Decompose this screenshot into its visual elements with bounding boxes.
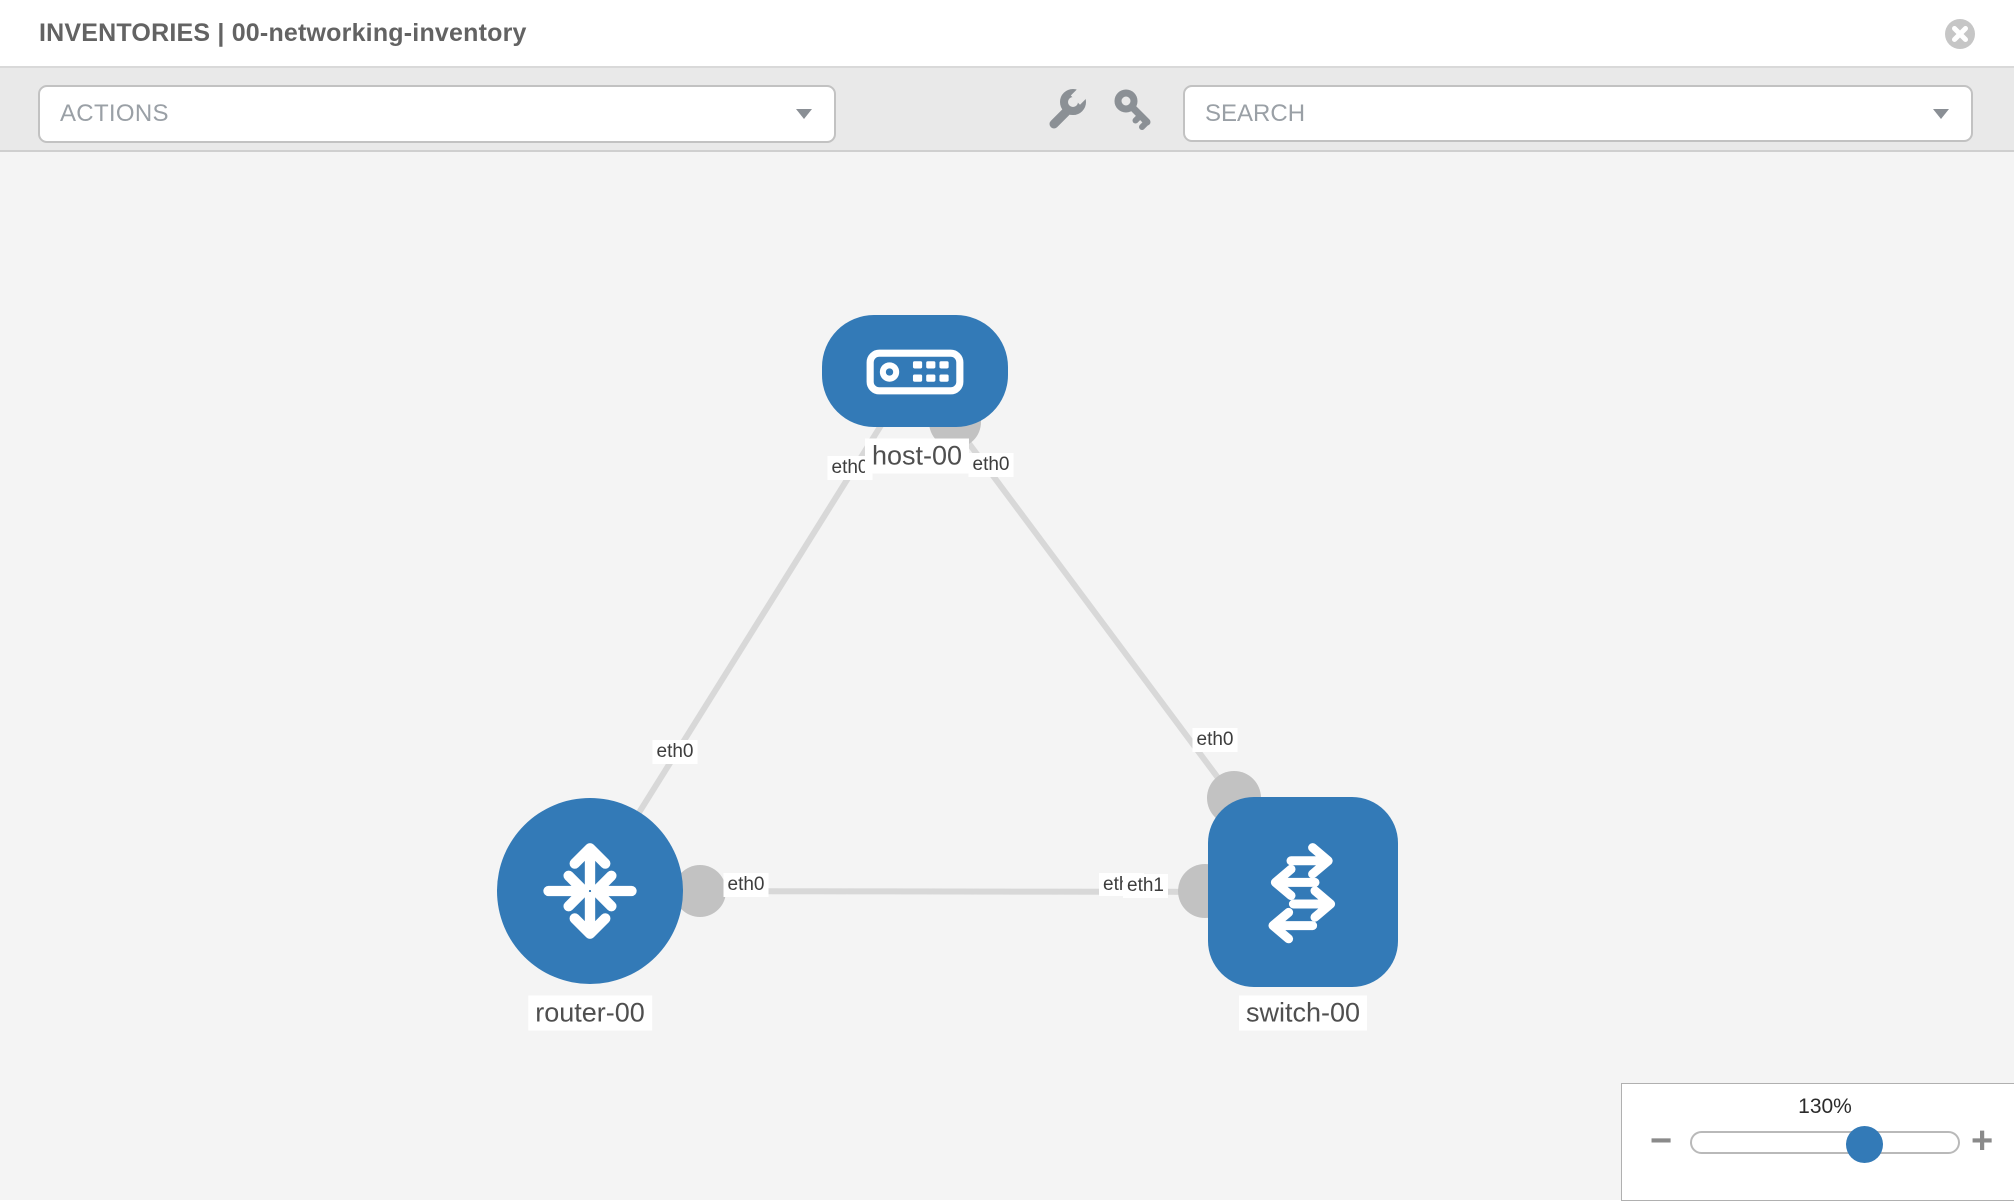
wrench-icon[interactable] (1045, 88, 1087, 130)
node-router-00[interactable] (497, 798, 683, 984)
interface-dot-router (674, 865, 726, 917)
node-switch-00[interactable] (1208, 797, 1398, 987)
search-control[interactable] (1183, 85, 1973, 142)
iface-label-router-host: eth0 (652, 740, 698, 764)
toolbar: ACTIONS (0, 68, 2014, 152)
topology-links (587, 369, 1306, 918)
router-icon (543, 843, 637, 939)
node-label-switch: switch-00 (1238, 995, 1368, 1031)
node-host-00[interactable] (822, 315, 1008, 427)
zoom-slider-handle[interactable] (1846, 1126, 1883, 1163)
iface-label-router-switch: eth0 (723, 873, 769, 897)
actions-dropdown[interactable]: ACTIONS (38, 85, 836, 143)
zoom-in-button[interactable]: + (1971, 1120, 1994, 1162)
zoom-slider-track[interactable] (1690, 1131, 1960, 1154)
iface-label-switch-host: eth0 (1192, 728, 1238, 752)
actions-dropdown-label: ACTIONS (60, 100, 169, 127)
chevron-down-icon (1933, 108, 1949, 119)
close-icon[interactable] (1944, 18, 1976, 50)
zoom-level-label: 130% (1798, 1095, 1852, 1118)
iface-label-switch-router-pair: eth0 eth1 (1099, 873, 1168, 898)
page-title: INVENTORIES | 00-networking-inventory (39, 18, 527, 47)
zoom-panel: 130% − + (1621, 1083, 2014, 1201)
topology-canvas[interactable]: host-00 router-00 switch-00 eth0 eth0 et… (0, 152, 2014, 1200)
search-input[interactable] (1203, 98, 1933, 129)
switch-icon (1268, 843, 1336, 944)
zoom-out-button[interactable]: − (1650, 1120, 1673, 1162)
iface-label-switch-router-over: eth1 (1123, 874, 1168, 898)
key-icon[interactable] (1112, 88, 1154, 130)
iface-label-host-right: eth0 (968, 453, 1014, 477)
node-label-host: host-00 (864, 438, 970, 474)
host-icon (866, 349, 964, 394)
page-header: INVENTORIES | 00-networking-inventory (0, 0, 2014, 68)
node-label-router: router-00 (528, 995, 652, 1031)
chevron-down-icon (796, 109, 812, 119)
